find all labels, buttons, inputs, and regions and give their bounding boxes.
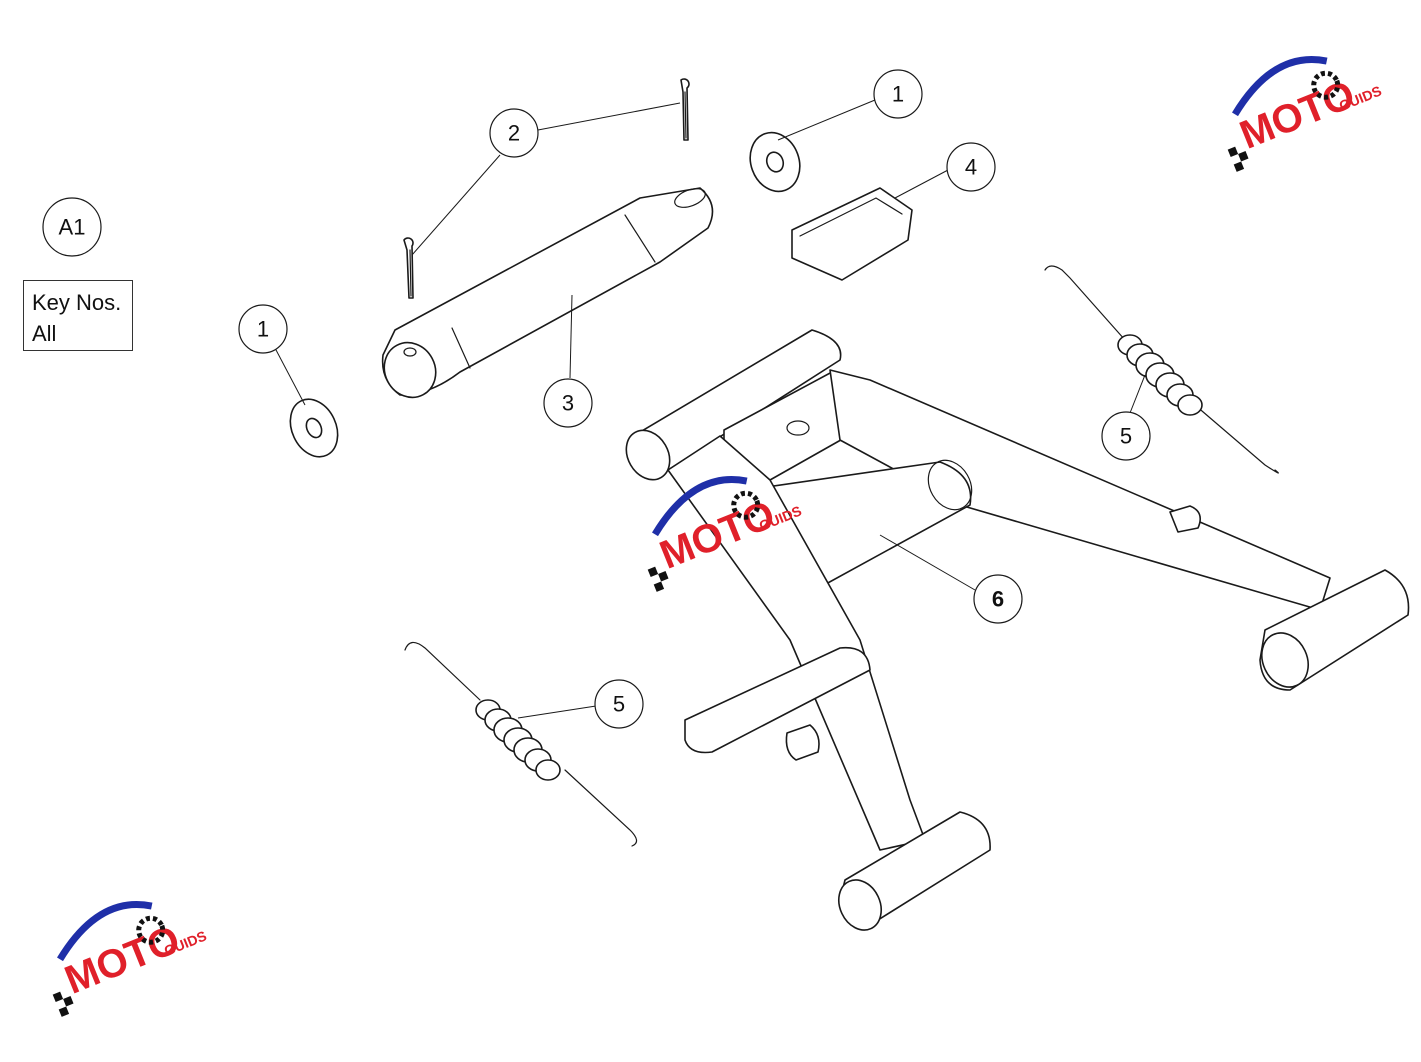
callout-1-left: 1: [238, 304, 288, 354]
svg-text:6: 6: [992, 587, 1004, 612]
moto-guids-logo-top: MOTO GUIDS: [1227, 55, 1384, 172]
leader-lines: [274, 99, 1146, 719]
key-value: All: [32, 321, 57, 346]
moto-guids-logo-bottom: MOTO GUIDS: [52, 900, 209, 1017]
sheet-ref-circle: A1: [42, 197, 102, 257]
svg-text:3: 3: [562, 391, 574, 416]
spring-upper: [1044, 265, 1279, 474]
callout-5-lower: 5: [594, 679, 644, 729]
svg-text:4: 4: [965, 155, 977, 180]
spring-lower: [404, 641, 638, 847]
svg-text:A1: A1: [59, 215, 86, 240]
callout-5-upper: 5: [1101, 411, 1151, 461]
washer-left: [289, 398, 339, 458]
svg-text:1: 1: [892, 82, 904, 107]
stand-frame: [625, 329, 1410, 931]
pivot-pin: [381, 187, 714, 399]
cotter-pin-upper: [680, 78, 690, 141]
key-numbers-box: Key Nos. All: [23, 280, 133, 351]
rubber-pad: [791, 187, 913, 281]
callout-4: 4: [946, 142, 996, 192]
callout-3: 3: [543, 378, 593, 428]
washer-upper: [749, 131, 801, 193]
svg-text:5: 5: [1120, 424, 1132, 449]
svg-text:1: 1: [257, 317, 269, 342]
svg-text:5: 5: [613, 692, 625, 717]
callout-2: 2: [489, 108, 539, 158]
svg-text:2: 2: [508, 121, 520, 146]
key-title: Key Nos.: [32, 290, 122, 315]
callout-1-upper: 1: [873, 69, 923, 119]
callout-6: 6: [973, 574, 1023, 624]
cotter-pin-lower: [403, 237, 414, 299]
